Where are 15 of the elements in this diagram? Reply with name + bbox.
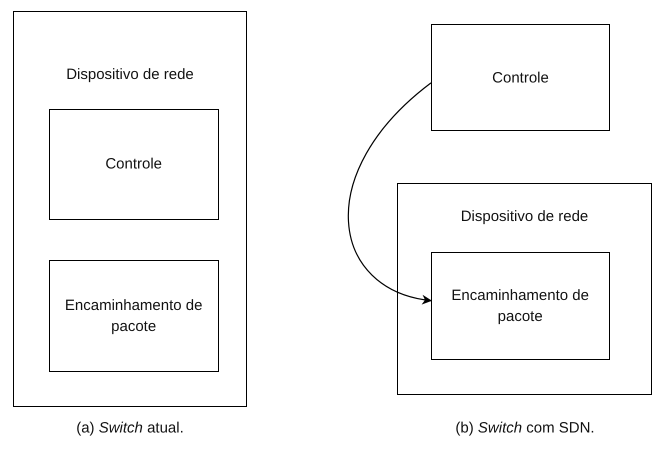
process-box — [431, 24, 610, 131]
container-title: Dispositivo de rede — [65, 65, 195, 85]
process-box — [48, 108, 219, 220]
curved-arrow — [348, 82, 432, 304]
process-box — [48, 260, 219, 372]
container-title: Dispositivo de rede — [460, 207, 590, 227]
box-label: Controle — [491, 68, 550, 88]
box-label: Encaminhamento de pacote — [64, 296, 204, 337]
process-box — [430, 252, 610, 360]
container-box — [13, 11, 247, 407]
container-box — [397, 183, 652, 395]
subfigure-caption: (b) Switch com SDN. — [455, 420, 595, 436]
box-label: Encaminhamento de pacote — [450, 286, 590, 327]
box-label: Controle — [104, 154, 164, 175]
subfigure-caption: (a) Switch atual. — [76, 420, 184, 436]
